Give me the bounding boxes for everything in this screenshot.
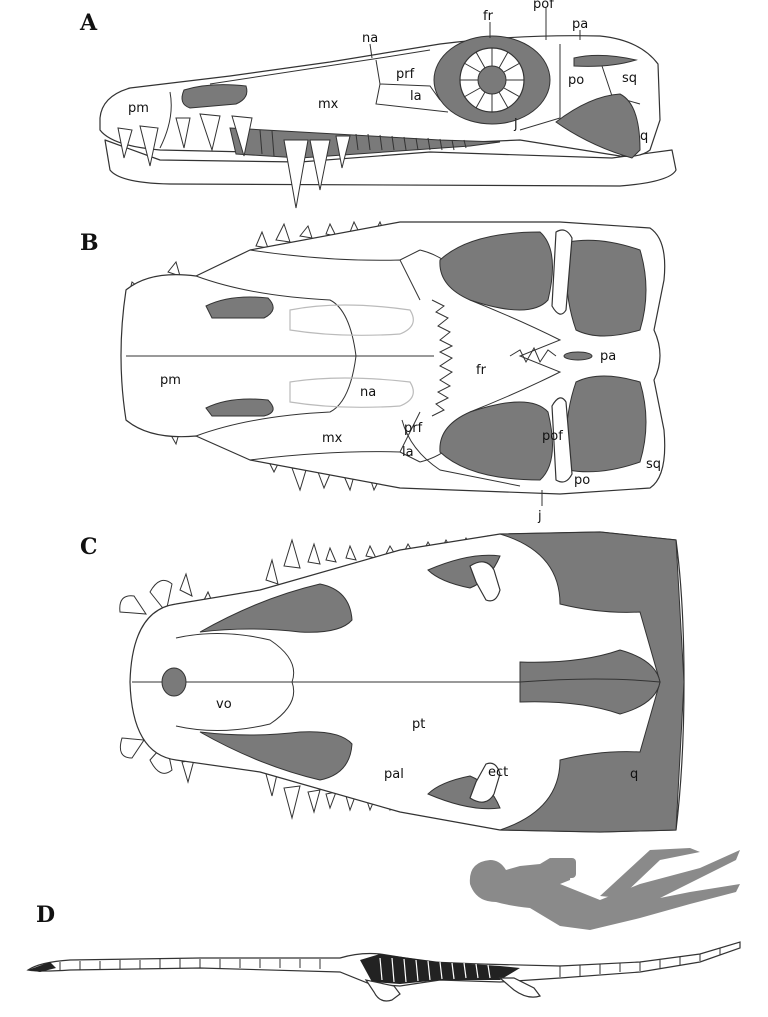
suture-la xyxy=(375,83,449,113)
orbit-right-dorsal xyxy=(439,401,553,481)
palatal-fenestra-upper xyxy=(199,583,353,633)
suture-prf xyxy=(375,59,441,101)
label-b-j: j xyxy=(537,509,542,524)
label-a-na: na xyxy=(362,31,378,46)
subtemporal-region xyxy=(499,531,685,833)
label-a-sq: sq xyxy=(622,71,637,86)
front-flipper xyxy=(364,979,401,1002)
postorbital-bar-left xyxy=(551,229,573,315)
label-b-pa: pa xyxy=(600,349,616,364)
label-b-pm: pm xyxy=(160,373,181,388)
label-c-ect: ect xyxy=(488,765,508,780)
panel-c-letter: C xyxy=(80,534,98,560)
small-teeth-comb xyxy=(259,129,467,157)
panel-b-dorsal-skull: B xyxy=(80,220,666,524)
skeleton-skull-tip xyxy=(28,962,56,972)
label-b-sq: sq xyxy=(646,457,661,472)
nasal-outline-upper xyxy=(289,304,414,336)
sclerotic-plates xyxy=(460,48,524,112)
supratemporal-left xyxy=(565,239,647,337)
suture-na xyxy=(209,49,431,85)
label-c-pt: pt xyxy=(412,717,425,732)
label-b-prf: prf xyxy=(404,421,423,436)
suture-prf-la xyxy=(399,249,521,487)
frontal-interdigitation xyxy=(431,299,454,417)
panel-a-lateral-skull: A xyxy=(79,0,677,209)
skeleton-ribs xyxy=(379,957,491,983)
skeleton-ribcage xyxy=(360,954,520,984)
panel-b-letter: B xyxy=(80,230,99,256)
label-a-mx: mx xyxy=(318,97,339,112)
suture-pm-mx xyxy=(159,91,172,149)
hind-flipper xyxy=(498,977,541,998)
naris-left xyxy=(205,296,274,319)
naris-right xyxy=(205,398,274,417)
label-c-vo: vo xyxy=(216,697,232,712)
skeleton-vertebrae xyxy=(59,948,721,977)
suture-mx xyxy=(249,249,421,461)
vomer-outline xyxy=(175,633,295,731)
label-a-fr: fr xyxy=(483,9,494,24)
parietal-serration xyxy=(509,346,557,364)
choana-lateral-lower xyxy=(519,678,661,715)
ectopterygoid-lower xyxy=(469,762,501,803)
suture-pm-na xyxy=(195,275,357,437)
pineal-foramen xyxy=(563,351,593,361)
suture-orbit-rim xyxy=(519,44,561,131)
lower-jaw xyxy=(104,139,677,187)
panel-d-letter: D xyxy=(36,902,55,928)
supratemporal-right xyxy=(565,375,647,473)
label-a-pm: pm xyxy=(128,101,149,116)
label-a-q: q xyxy=(640,129,648,144)
label-b-mx: mx xyxy=(322,431,343,446)
label-b-pof: pof xyxy=(542,429,563,444)
postorbital-bar-right xyxy=(551,397,573,483)
label-a-po: po xyxy=(568,73,584,88)
panel-a-letter: A xyxy=(79,10,98,36)
sclerotic-ring-center xyxy=(477,65,507,95)
label-b-fr: fr xyxy=(476,363,487,378)
label-a-la: la xyxy=(410,89,422,104)
panel-d-skeleton-scale: D xyxy=(26,848,741,1002)
label-a-j: j xyxy=(513,117,518,132)
label-leaders-a xyxy=(369,8,581,59)
diver-silhouette xyxy=(469,848,740,930)
palatal-fenestra-lower xyxy=(199,731,353,781)
label-c-pal: pal xyxy=(384,767,404,782)
label-b-na: na xyxy=(360,385,376,400)
label-a-prf: prf xyxy=(396,67,415,82)
upper-teeth xyxy=(117,113,351,209)
supratemporal-fenestra xyxy=(573,54,638,67)
orbit-left-dorsal xyxy=(439,231,553,311)
ectopterygoid-upper xyxy=(469,561,501,602)
label-c-q: q xyxy=(630,767,638,782)
panel-c-palatal-skull: C xyxy=(80,531,685,833)
external-naris xyxy=(181,84,248,109)
label-a-pa: pa xyxy=(572,17,588,32)
incisive-foramen xyxy=(161,667,187,697)
infratemporal-fenestra xyxy=(555,93,641,159)
label-b-po: po xyxy=(574,473,590,488)
label-a-pof: pof xyxy=(533,0,554,12)
nasal-outline-lower xyxy=(289,377,414,408)
label-b-la: la xyxy=(402,445,414,460)
